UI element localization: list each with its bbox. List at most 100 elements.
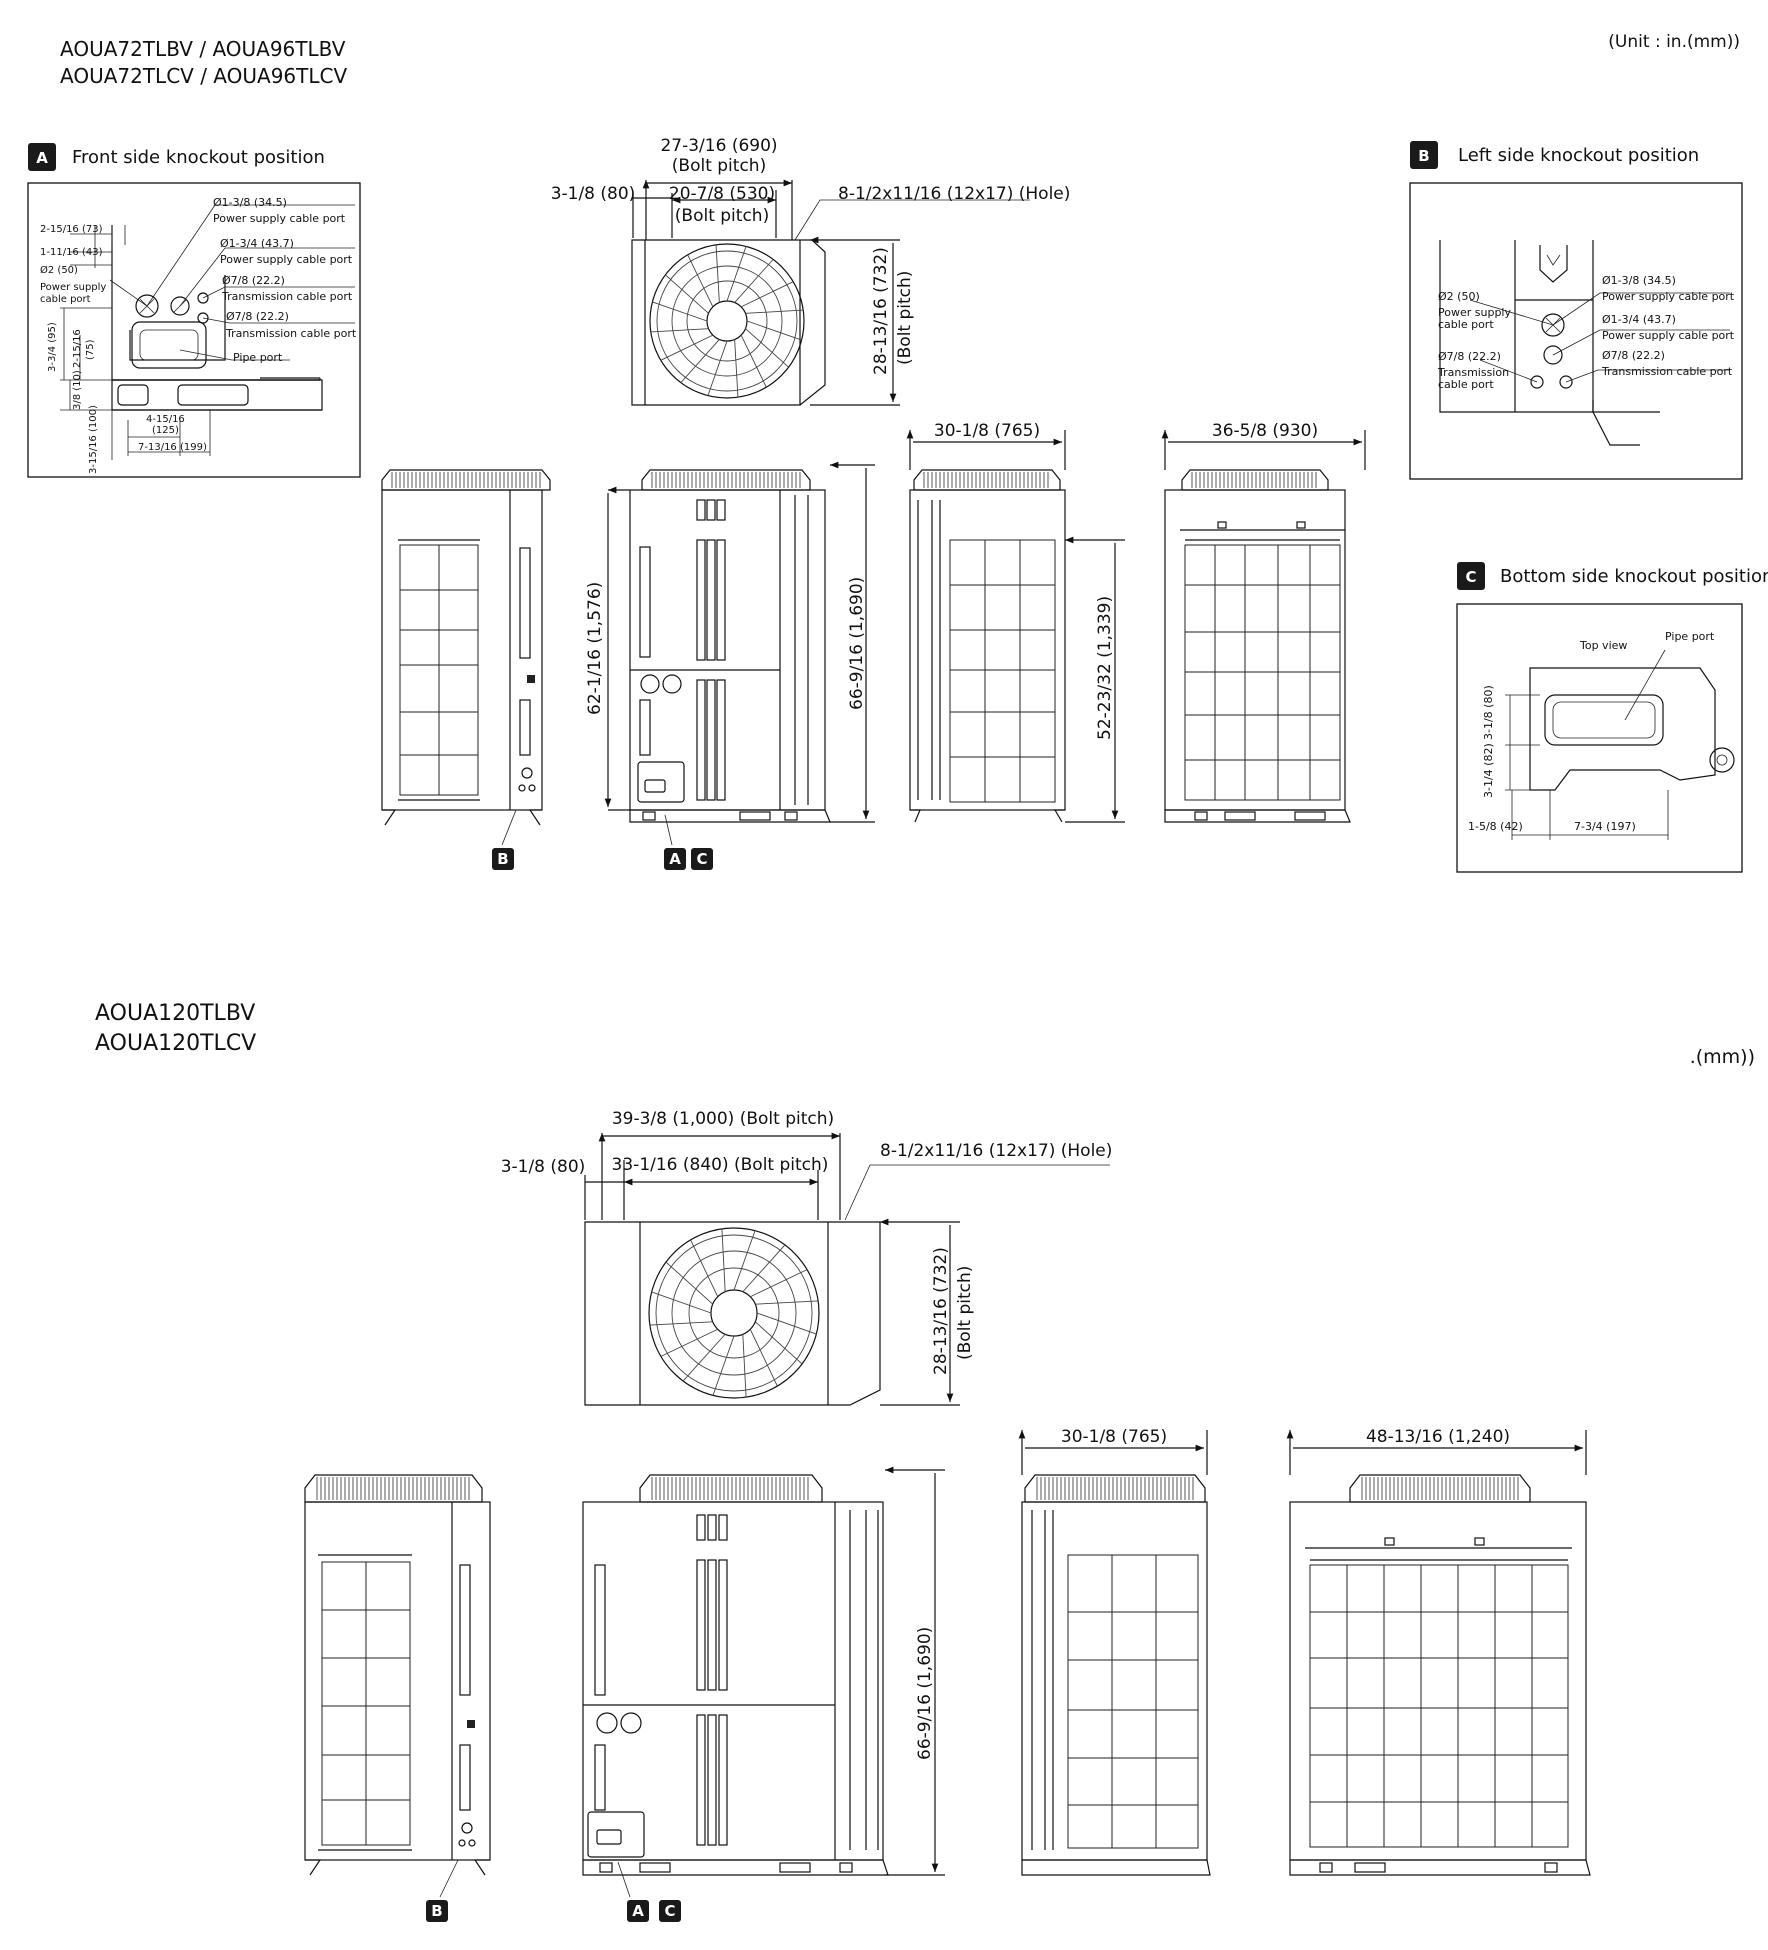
b-d-trans: Ø7/8 (22.2) xyxy=(1438,350,1501,363)
fan-guard-spoke xyxy=(745,309,804,314)
panel-a-front-knockout: Ø1-3/8 (34.5) Power supply cable port Ø1… xyxy=(27,182,361,478)
fan-guard-spoke xyxy=(682,1333,726,1382)
a-trans-cable-1: Transmission cable port xyxy=(221,290,353,303)
svg-text:A: A xyxy=(669,850,681,868)
panel-c-title: Bottom side knockout position xyxy=(1500,566,1768,587)
s1-bolt-pitch-690: 27-3/16 (690) xyxy=(660,136,777,156)
panel-a-title: Front side knockout position xyxy=(72,147,325,168)
s2-rear-view: 48-13/16 (1,240) xyxy=(1290,1427,1590,1876)
s1-bolt-pitch-530-sub: (Bolt pitch) xyxy=(675,206,769,226)
panel-b-title: Left side knockout position xyxy=(1458,145,1699,166)
s1-depth-sub: (Bolt pitch) xyxy=(895,271,915,365)
fan-guard-spoke xyxy=(650,328,709,333)
s1-marker-b: B xyxy=(492,809,517,870)
c-dim-42: 1-5/8 (42) xyxy=(1468,820,1523,833)
svg-text:B: B xyxy=(497,850,508,868)
a-d-power-small: Ø1-3/8 (34.5) xyxy=(213,196,287,209)
s2-width-1240: 48-13/16 (1,240) xyxy=(1366,1427,1510,1447)
s2-bolt-pitch-840: 33-1/16 (840) (Bolt pitch) xyxy=(612,1155,829,1175)
fan-guard-spoke xyxy=(707,340,728,396)
b-power-3: Power supply cable port xyxy=(1602,329,1735,342)
s2-depth-sub: (Bolt pitch) xyxy=(955,1266,975,1360)
b-trans-1: Transmission xyxy=(1437,366,1509,379)
s2-height-1690: 66-9/16 (1,690) xyxy=(915,1627,935,1760)
panel-a-header: A Front side knockout position xyxy=(28,143,325,171)
fan-guard-spoke xyxy=(756,1312,817,1335)
a-d-trans-1: Ø7/8 (22.2) xyxy=(222,274,285,287)
s2-marker-b: B xyxy=(426,1859,459,1922)
model-line-2: AOUA72TLCV / AOUA96TLCV xyxy=(60,64,347,88)
fan-guard-spoke xyxy=(750,1269,808,1298)
c-top-view: Top view xyxy=(1579,639,1627,652)
s1-front-view: 62-1/16 (1,576) 66-9/16 (1,690) xyxy=(585,465,875,822)
fan-guard-spoke xyxy=(712,1335,735,1396)
s2-left-side-view xyxy=(304,1474,491,1876)
fan-guard-spoke xyxy=(734,339,739,398)
a-dim-43: 1-11/16 (43) xyxy=(40,247,103,258)
c-dim-82: 3-1/4 (82) xyxy=(1482,743,1495,798)
s2-depth: 28-13/16 (732) xyxy=(931,1247,951,1375)
fan-guard-spoke xyxy=(726,246,747,302)
svg-text:A: A xyxy=(632,1902,644,1920)
svg-text:B: B xyxy=(1418,147,1429,165)
s1-rear-view: 36-5/8 (930) xyxy=(1165,421,1365,823)
badge-a: A xyxy=(28,143,56,171)
s1-left-side-view xyxy=(381,469,551,826)
fan-guard-spoke xyxy=(660,334,714,361)
fan-guard-spoke xyxy=(754,1321,803,1365)
a-d-power-large: Ø1-3/4 (43.7) xyxy=(220,237,294,250)
s2-bolt-pitch-1000: 39-3/8 (1,000) (Bolt pitch) xyxy=(612,1109,834,1129)
s2-right-side-view: 30-1/8 (765) xyxy=(1022,1427,1210,1876)
fan-guard-spoke xyxy=(649,1321,713,1326)
a-dim-75a: 2-15/16 xyxy=(72,329,83,368)
fan-guard-spoke xyxy=(740,281,794,308)
a-dim-125a: 4-15/16 xyxy=(146,414,185,425)
a-dim-73: 2-15/16 (73) xyxy=(40,224,103,235)
badge-b: B xyxy=(1410,141,1438,169)
fan-guard-spoke xyxy=(665,1261,714,1305)
svg-text:A: A xyxy=(36,149,48,167)
model-line-1: AOUA72TLBV / AOUA96TLBV xyxy=(60,37,346,61)
unit-note: (Unit : in.(mm)) xyxy=(1608,32,1740,52)
a-dim-100: 3-15/16 (100) xyxy=(88,405,99,474)
fan-guard-spoke xyxy=(742,1244,786,1293)
fan-guard-spoke xyxy=(733,1230,756,1291)
a-power-cable-2: Power supply cable port xyxy=(220,253,353,266)
fan-guard-spoke xyxy=(690,1239,719,1297)
s2-top-view: 39-3/8 (1,000) (Bolt pitch) 3-1/8 (80) 3… xyxy=(501,1109,1112,1405)
fan-guard-spoke xyxy=(740,334,767,388)
s1-dim-80: 3-1/8 (80) xyxy=(551,184,636,204)
fan-guard-spoke xyxy=(721,1228,726,1292)
b-d-50: Ø2 (50) xyxy=(1438,290,1480,303)
a-dim-125b: (125) xyxy=(152,425,179,436)
fan-guard-spoke xyxy=(687,254,714,308)
fan-guard-spoke xyxy=(734,259,774,303)
s2-hole: 8-1/2x11/16 (12x17) (Hole) xyxy=(880,1141,1112,1161)
s1-height-1690: 66-9/16 (1,690) xyxy=(847,577,867,710)
fan-guard-spoke xyxy=(749,1329,778,1387)
panel-c-header: C Bottom side knockout position xyxy=(1457,562,1768,590)
b-trans-1b: cable port xyxy=(1438,378,1494,391)
b-trans-2: Transmission cable port xyxy=(1601,365,1733,378)
svg-text:B: B xyxy=(431,1902,442,1920)
b-power-1: Power supply xyxy=(1438,306,1511,319)
fan-guard-spoke xyxy=(652,301,708,322)
a-dim-199: 7-13/16 (199) xyxy=(138,442,207,453)
svg-text:C: C xyxy=(1465,568,1476,586)
fan-guard-spoke xyxy=(651,1291,712,1314)
s1-marker-c: C xyxy=(691,848,713,870)
s1-right-side-view: 30-1/8 (765) 52-23/32 (1,339) xyxy=(910,421,1125,822)
b-d-34: Ø1-3/8 (34.5) xyxy=(1602,274,1676,287)
fan-guard-spoke xyxy=(660,1328,718,1357)
a-dim-10: 3/8 (10) xyxy=(72,370,83,410)
b-power-2: Power supply cable port xyxy=(1602,290,1735,303)
s1-depth: 28-13/16 (732) xyxy=(871,247,891,375)
fan-guard-spoke xyxy=(746,320,802,341)
s1-top-view: 27-3/16 (690) (Bolt pitch) 3-1/8 (80) 20… xyxy=(551,136,1070,405)
svg-text:C: C xyxy=(696,850,707,868)
a-power-cable-3: Power supply xyxy=(40,282,106,293)
s1-height-1339: 52-23/32 (1,339) xyxy=(1095,596,1115,740)
fan-guard-spoke xyxy=(742,1334,747,1398)
s1-width-930: 36-5/8 (930) xyxy=(1212,421,1318,441)
